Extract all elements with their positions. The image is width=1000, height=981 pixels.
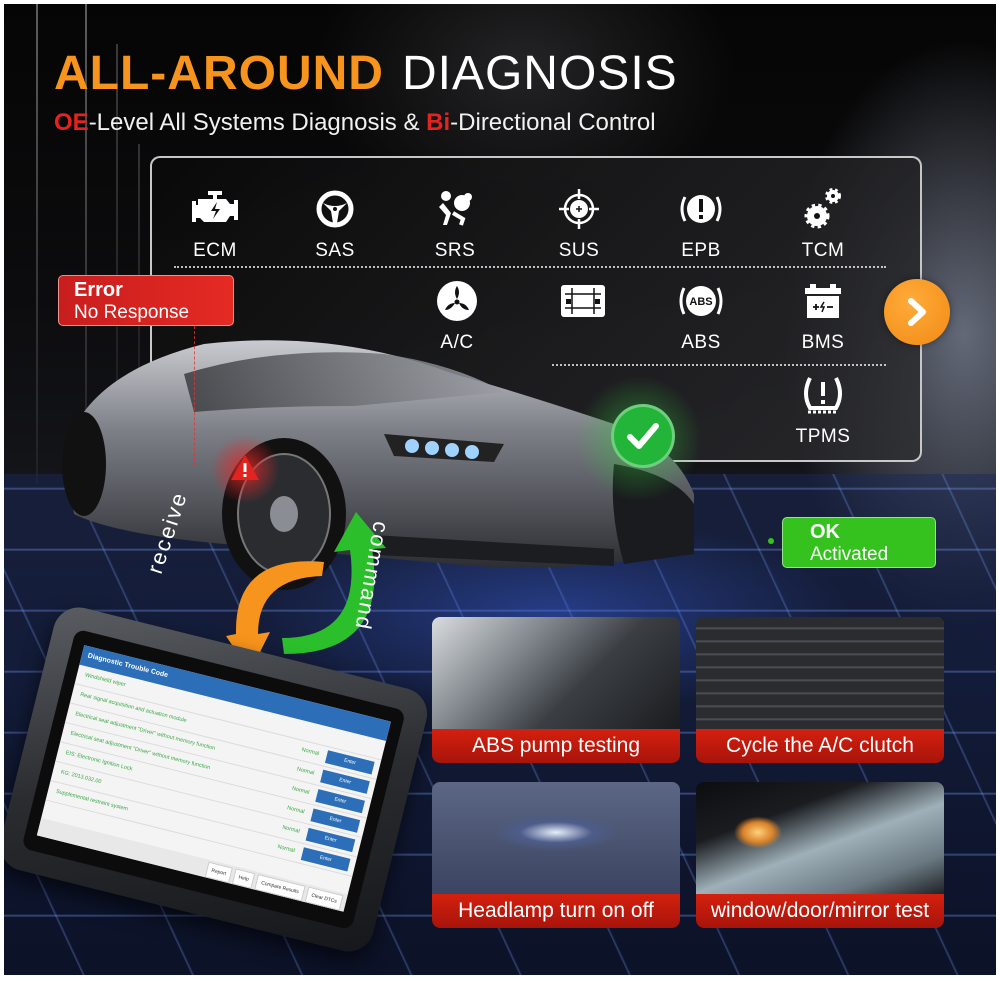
gears-icon	[796, 186, 850, 232]
svg-text:ABS: ABS	[689, 296, 712, 308]
subtitle-text-1: -Level All Systems Diagnosis &	[88, 109, 427, 136]
ac-vent-photo	[696, 617, 944, 729]
suspension-target-icon	[552, 186, 606, 232]
divider	[174, 266, 886, 268]
title-rest: DIAGNOSIS	[401, 47, 678, 100]
error-title: Error	[74, 279, 123, 301]
abs-pump-photo	[432, 617, 680, 729]
system-label: BMS	[801, 332, 845, 353]
headlamp-photo	[432, 782, 680, 894]
tile-caption: window/door/mirror test	[696, 894, 944, 928]
light-line	[116, 44, 118, 464]
light-line	[85, 4, 87, 484]
title-highlight: ALL-AROUND	[54, 47, 384, 100]
system-label: SUS	[558, 240, 600, 261]
receive-arrow-icon	[226, 561, 324, 672]
system-ac[interactable]: A/C	[412, 278, 502, 354]
steering-wheel-icon	[308, 186, 362, 232]
system-label: ECM	[193, 240, 237, 261]
parking-brake-icon	[674, 186, 728, 232]
system-label: ABS	[681, 332, 721, 353]
page-title: ALL-AROUND DIAGNOSIS	[54, 46, 678, 101]
divider	[552, 364, 886, 366]
system-label: TCM	[801, 240, 845, 261]
mirror-photo	[696, 782, 944, 894]
warning-icon	[231, 455, 259, 480]
system-label: SAS	[315, 240, 355, 261]
immobilizer-lock-icon	[556, 278, 610, 324]
battery-icon	[796, 278, 850, 324]
tile-caption: Headlamp turn on off	[432, 894, 680, 928]
feature-tile-ac-clutch: Cycle the A/C clutch	[696, 617, 944, 763]
chevron-right-icon	[908, 298, 926, 326]
communication-arrows	[226, 512, 386, 672]
system-tcm[interactable]: TCM	[778, 186, 868, 262]
system-immobilizer[interactable]	[538, 278, 628, 332]
system-srs[interactable]: SRS	[410, 186, 500, 262]
system-epb[interactable]: EPB	[656, 186, 746, 262]
checkmark-icon	[627, 423, 659, 449]
tire-pressure-icon	[796, 372, 850, 418]
ok-status-tag: OK Activated	[782, 517, 936, 568]
system-bms[interactable]: BMS	[778, 278, 868, 354]
command-arrow-icon	[282, 512, 386, 654]
system-label: SRS	[434, 240, 476, 261]
subtitle-bi: Bi	[426, 109, 451, 136]
tile-caption: Cycle the A/C clutch	[696, 729, 944, 763]
fan-icon	[430, 278, 484, 324]
product-banner: ALL-AROUND DIAGNOSIS OE-Level All Systems…	[4, 4, 996, 975]
ok-connector-dot	[768, 538, 774, 544]
ok-title: OK	[810, 521, 840, 543]
airbag-icon	[428, 186, 482, 232]
system-ecm[interactable]: ECM	[170, 186, 260, 262]
subtitle: OE-Level All Systems Diagnosis & Bi-Dire…	[54, 109, 656, 137]
system-abs[interactable]: ABS ABS	[656, 278, 746, 354]
light-line	[36, 4, 38, 484]
feature-tile-mirror: window/door/mirror test	[696, 782, 944, 928]
system-label: TPMS	[795, 426, 851, 447]
engine-icon	[188, 186, 242, 232]
system-label: EPB	[681, 240, 721, 261]
system-sas[interactable]: SAS	[290, 186, 380, 262]
error-connector-line	[194, 326, 195, 466]
system-label: A/C	[440, 332, 474, 353]
system-sus[interactable]: SUS	[534, 186, 624, 262]
system-tpms[interactable]: TPMS	[778, 372, 868, 448]
subtitle-text-2: -Directional Control	[450, 109, 656, 136]
subtitle-oe: OE	[54, 109, 89, 136]
abs-icon: ABS	[674, 278, 728, 324]
check-badge	[611, 404, 675, 468]
next-button[interactable]	[884, 279, 950, 345]
tile-caption: ABS pump testing	[432, 729, 680, 763]
error-status-tag: Error No Response	[58, 275, 234, 326]
feature-tile-abs-pump: ABS pump testing	[432, 617, 680, 763]
ok-message: Activated	[810, 544, 889, 565]
error-message: No Response	[74, 302, 190, 323]
feature-tile-headlamp: Headlamp turn on off	[432, 782, 680, 928]
